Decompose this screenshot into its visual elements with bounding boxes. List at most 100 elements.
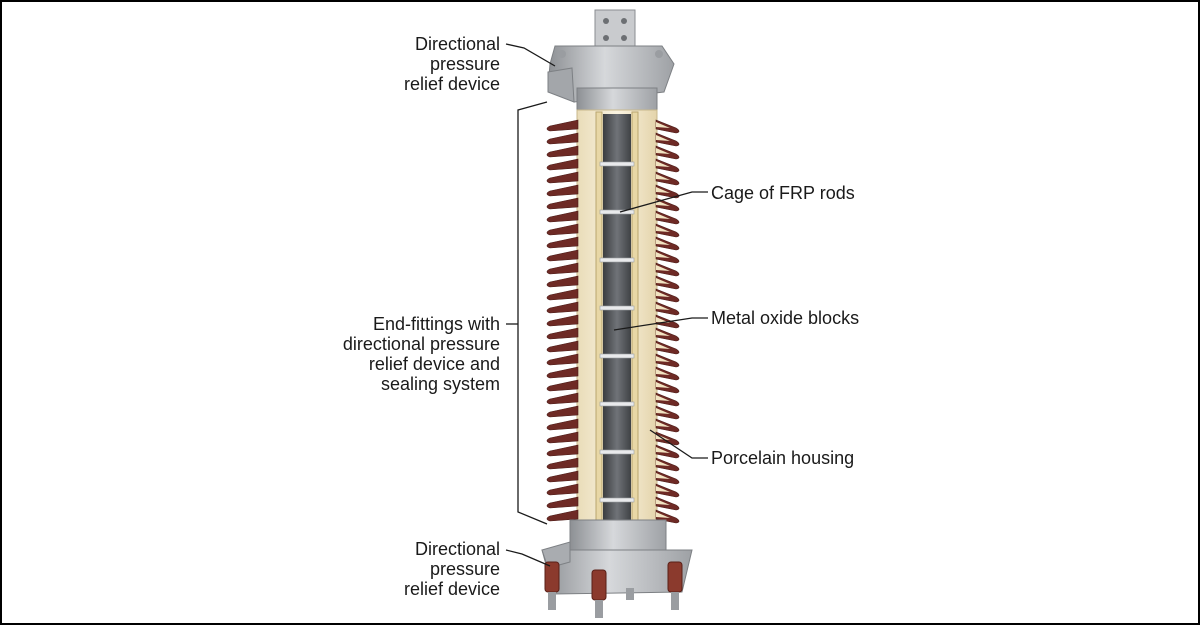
- shed-right-face: [656, 460, 670, 466]
- shed-right: [655, 431, 680, 446]
- shed-right: [655, 327, 680, 342]
- block-spacer: [599, 497, 635, 503]
- label-line: directional pressure: [342, 334, 500, 354]
- bottom-end-fitting: [541, 519, 693, 618]
- shed-left: [546, 509, 579, 522]
- shed-right-face: [656, 512, 670, 518]
- shed-left: [546, 457, 579, 470]
- label-metal-oxide-blocks: Metal oxide blocks: [711, 308, 860, 328]
- shed-right: [655, 158, 680, 173]
- shed-right: [655, 366, 680, 381]
- shed-left: [546, 236, 579, 249]
- shed-left: [546, 314, 579, 327]
- shed-right: [655, 288, 680, 303]
- shed-left: [546, 171, 579, 184]
- shed-left: [546, 470, 579, 483]
- shed-left: [546, 275, 579, 288]
- shed-right: [655, 379, 680, 394]
- shed-left: [546, 405, 579, 418]
- shed-left: [546, 496, 579, 509]
- shed-right-face: [656, 421, 670, 427]
- shed-right-face: [656, 226, 670, 232]
- shed-left: [546, 119, 579, 132]
- shed-right-face: [656, 356, 670, 362]
- leader-lines: [505, 43, 708, 567]
- shed-right: [655, 392, 680, 407]
- block-spacer: [599, 353, 635, 359]
- shed-left: [546, 184, 579, 197]
- shed-right-face: [656, 213, 670, 219]
- shed-right: [655, 184, 680, 199]
- label-line: relief device: [403, 74, 500, 94]
- shed-right: [655, 353, 680, 368]
- shed-left: [546, 210, 579, 223]
- shed-left: [546, 327, 579, 340]
- shed-right-face: [656, 187, 670, 193]
- metal-oxide-block-stack: [603, 114, 631, 520]
- label-top-relief-device: Directional pressure relief device: [332, 34, 500, 94]
- shed-right: [655, 223, 680, 238]
- label-line: Directional: [414, 539, 500, 559]
- block-spacer: [599, 305, 635, 311]
- block-spacers: [599, 161, 635, 503]
- shed-right-face: [656, 369, 670, 375]
- label-line: End-fittings with: [372, 314, 500, 334]
- shed-right-face: [656, 148, 670, 154]
- leader-blocks: [613, 317, 708, 331]
- shed-right: [655, 418, 680, 433]
- label-end-fittings: End-fittings with directional pressure r…: [302, 314, 500, 394]
- shed-right-face: [656, 291, 670, 297]
- shed-left: [546, 197, 579, 210]
- shed-left: [546, 353, 579, 366]
- label-line: relief device: [403, 579, 500, 599]
- shed-right-face: [656, 486, 670, 492]
- shed-right: [655, 197, 680, 212]
- porcelain-sheds-left: [546, 119, 579, 522]
- leader-bottom-relief: [505, 549, 551, 567]
- shed-right: [655, 249, 680, 264]
- shed-right: [655, 444, 680, 459]
- shed-right: [655, 132, 680, 147]
- shed-left: [546, 145, 579, 158]
- shed-left: [546, 249, 579, 262]
- shed-right: [655, 262, 680, 277]
- shed-right-face: [656, 499, 670, 505]
- shed-right-face: [656, 304, 670, 310]
- block-spacer: [599, 401, 635, 407]
- shed-right: [655, 275, 680, 290]
- leader-top-relief: [505, 43, 556, 67]
- shed-right-face: [656, 135, 670, 141]
- block-spacer: [599, 449, 635, 455]
- label-line: Directional: [414, 34, 500, 54]
- end-fittings-bracket: [517, 101, 548, 525]
- shed-right-face: [656, 473, 670, 479]
- shed-left: [546, 132, 579, 145]
- label-line: sealing system: [380, 374, 500, 394]
- shed-right-face: [656, 265, 670, 271]
- shed-left: [546, 340, 579, 353]
- porcelain-sheds-right: [655, 119, 680, 524]
- shed-right-face: [656, 343, 670, 349]
- shed-left: [546, 379, 579, 392]
- label-porcelain-housing: Porcelain housing: [711, 448, 855, 468]
- shed-left: [546, 444, 579, 457]
- shed-right: [655, 457, 680, 472]
- shed-right-face: [656, 174, 670, 180]
- shed-right-face: [656, 395, 670, 401]
- shed-left: [546, 483, 579, 496]
- shed-right: [655, 496, 680, 511]
- shed-left: [546, 418, 579, 431]
- shed-right: [655, 236, 680, 251]
- leader-cage: [619, 191, 708, 213]
- shed-right: [655, 301, 680, 316]
- shed-right-face: [656, 278, 670, 284]
- shed-right-face: [656, 447, 670, 453]
- shed-left: [546, 223, 579, 236]
- block-spacer: [599, 209, 635, 215]
- shed-right: [655, 405, 680, 420]
- block-spacer: [599, 257, 635, 263]
- shed-right-face: [656, 239, 670, 245]
- shed-left: [546, 288, 579, 301]
- shed-right: [655, 171, 680, 186]
